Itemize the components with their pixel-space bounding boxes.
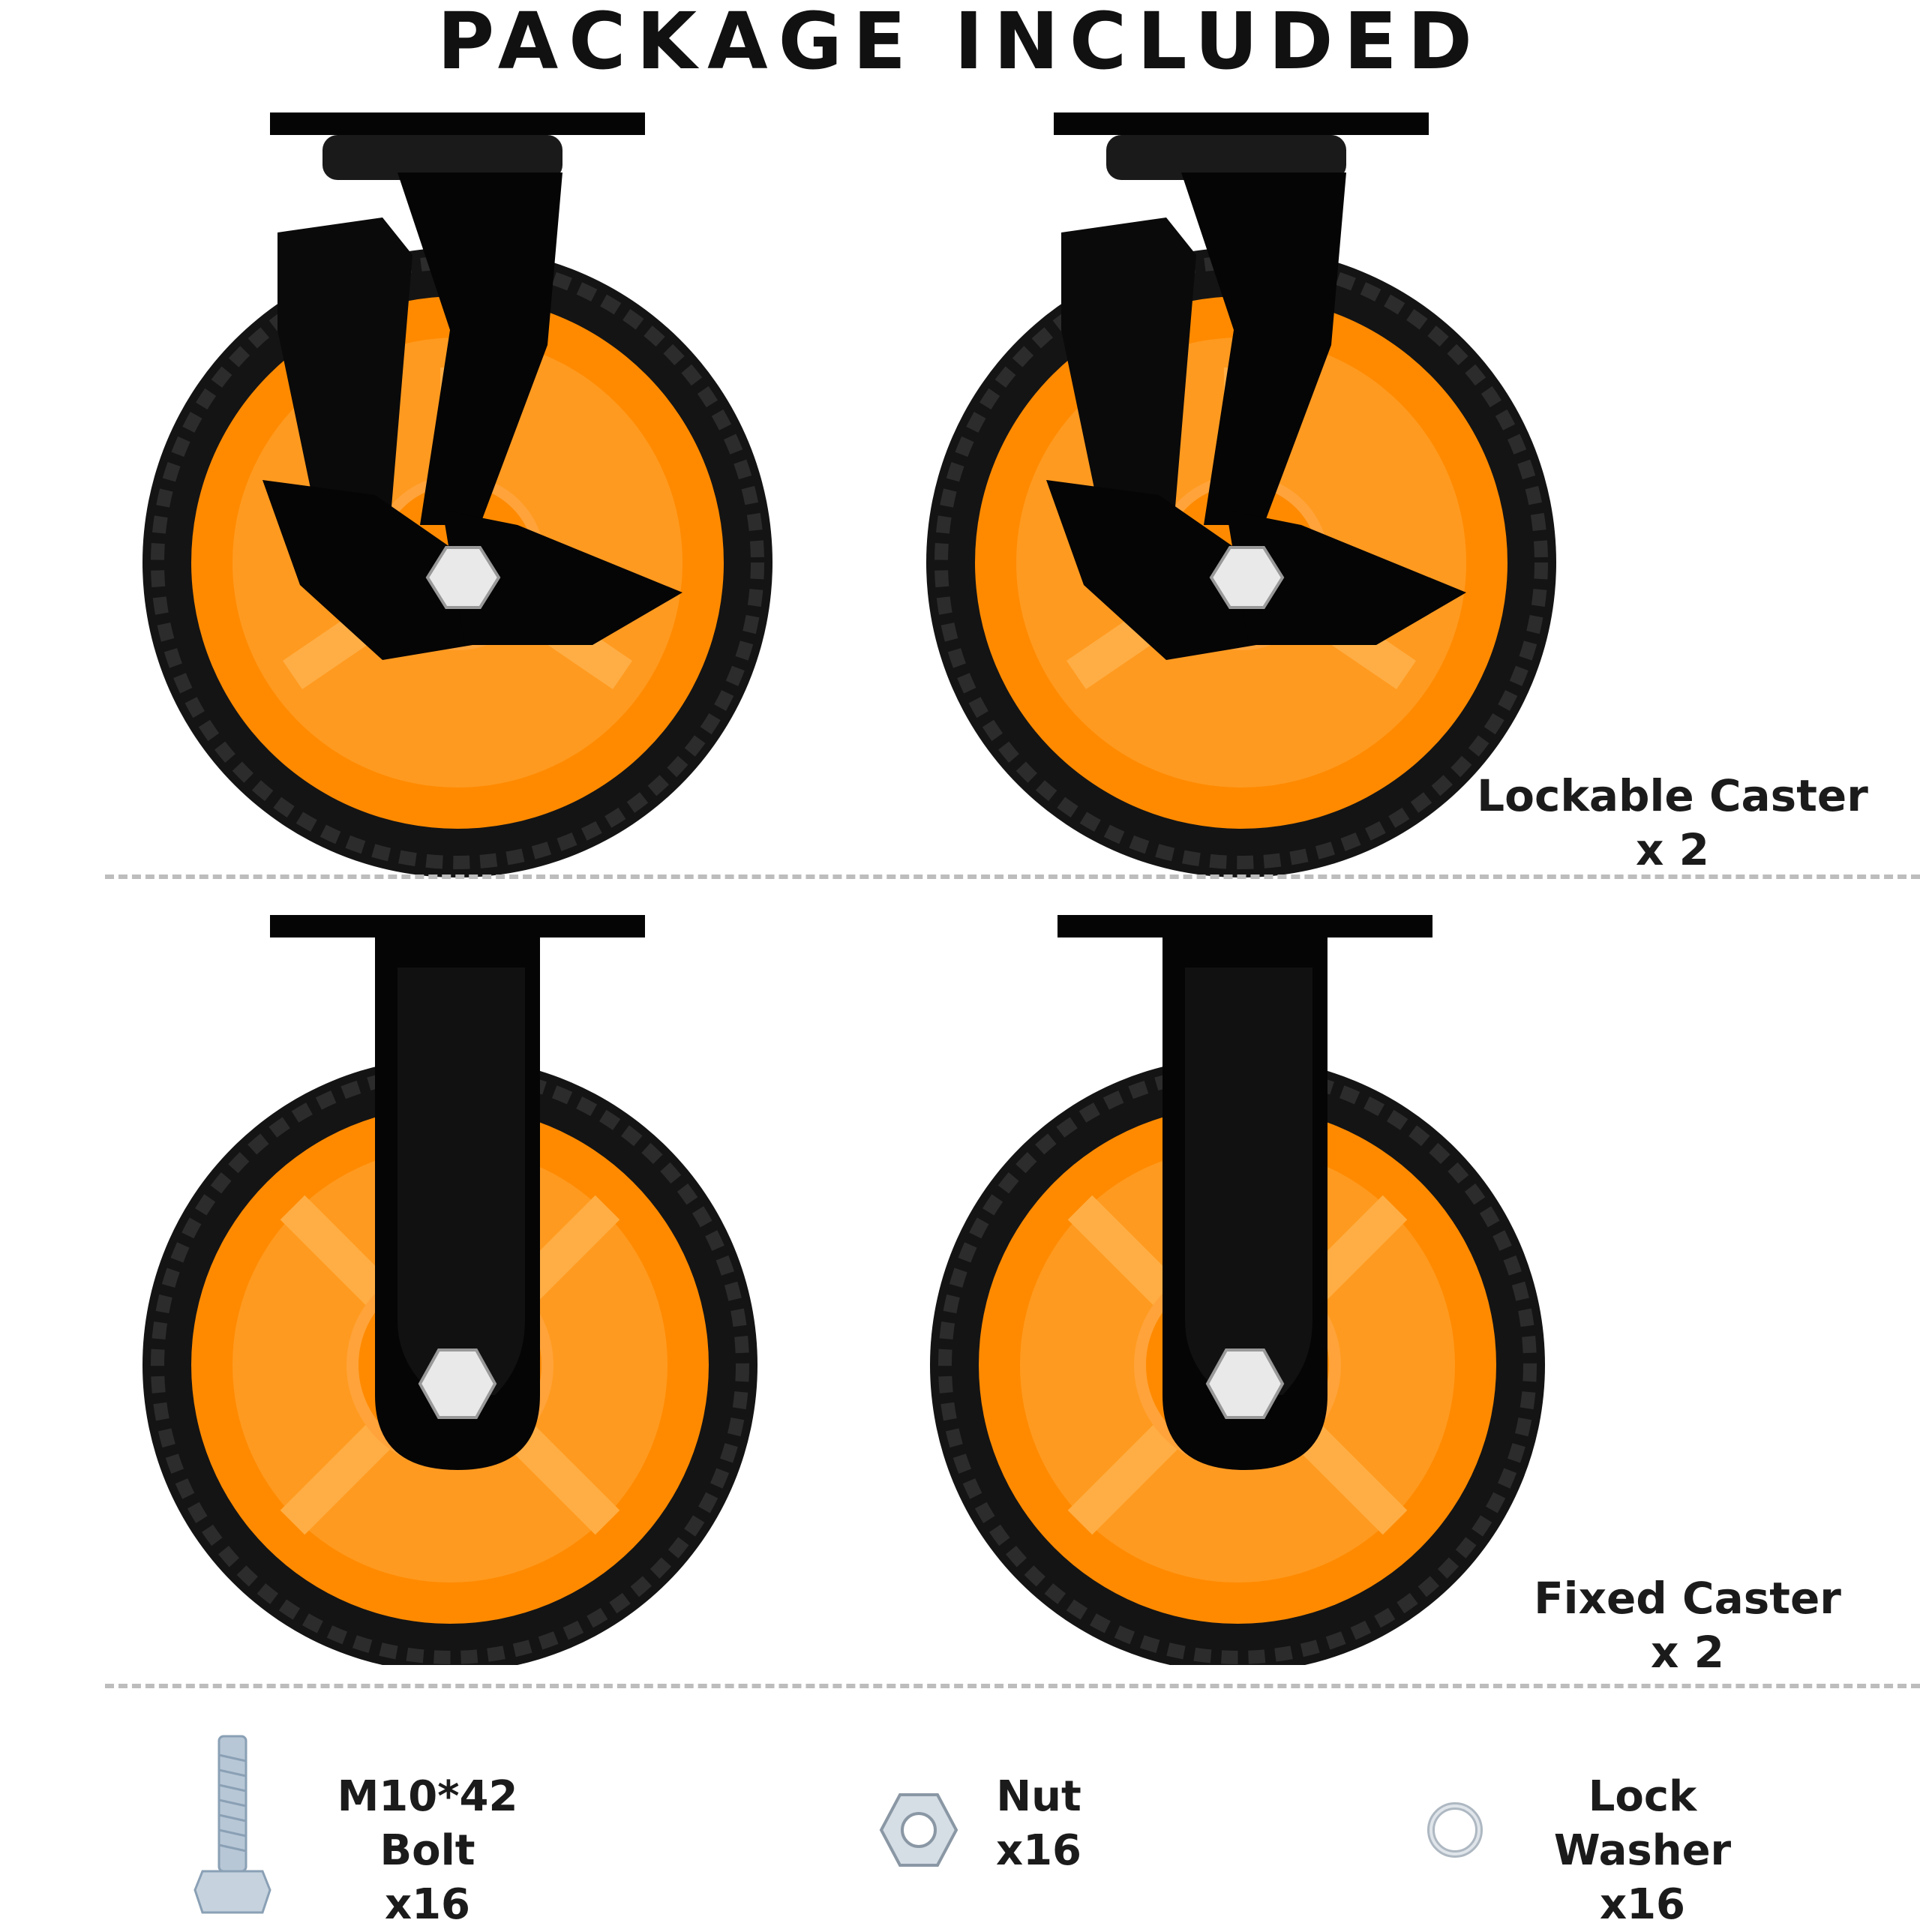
lockable-caster-icon (926, 112, 1556, 878)
nut-name: Nut (996, 1772, 1082, 1821)
hex-nut-icon (878, 1789, 960, 1874)
lock-washer-icon (1425, 1800, 1485, 1863)
lockable-caster-icon (142, 112, 772, 878)
nut-label: Nut x16 (975, 1770, 1102, 1878)
lockable-caster-qty: x 2 (1636, 824, 1709, 875)
bolt-name: M10*42 Bolt (337, 1772, 518, 1875)
lock-washer-name: Lock Washer (1553, 1772, 1732, 1875)
lock-washer-label: Lock Washer x16 (1500, 1770, 1785, 1932)
fixed-caster-image-1 (135, 915, 765, 1665)
section-divider-top (105, 874, 1920, 879)
bolt-qty: x16 (384, 1880, 471, 1929)
fixed-caster-image-2 (922, 915, 1552, 1665)
lock-washer-qty: x16 (1599, 1880, 1686, 1929)
lockable-caster-name: Lockable Caster (1477, 770, 1868, 821)
bolt-icon (188, 1732, 278, 1923)
lockable-caster-image-2 (911, 105, 1571, 878)
page-title: PACKAGE INCLUDED (437, 0, 1483, 87)
fixed-caster-qty: x 2 (1651, 1627, 1724, 1678)
section-divider-bottom (105, 1684, 1920, 1688)
fixed-caster-icon (930, 915, 1545, 1665)
lockable-caster-label: Lockable Caster x 2 (1470, 769, 1875, 877)
fixed-caster-name: Fixed Caster (1534, 1573, 1841, 1624)
nut-qty: x16 (995, 1826, 1082, 1875)
lockable-caster-image-1 (128, 105, 788, 878)
fixed-caster-label: Fixed Caster x 2 (1508, 1571, 1868, 1679)
bolt-label: M10*42 Bolt x16 (285, 1770, 570, 1932)
fixed-caster-icon (142, 915, 758, 1665)
